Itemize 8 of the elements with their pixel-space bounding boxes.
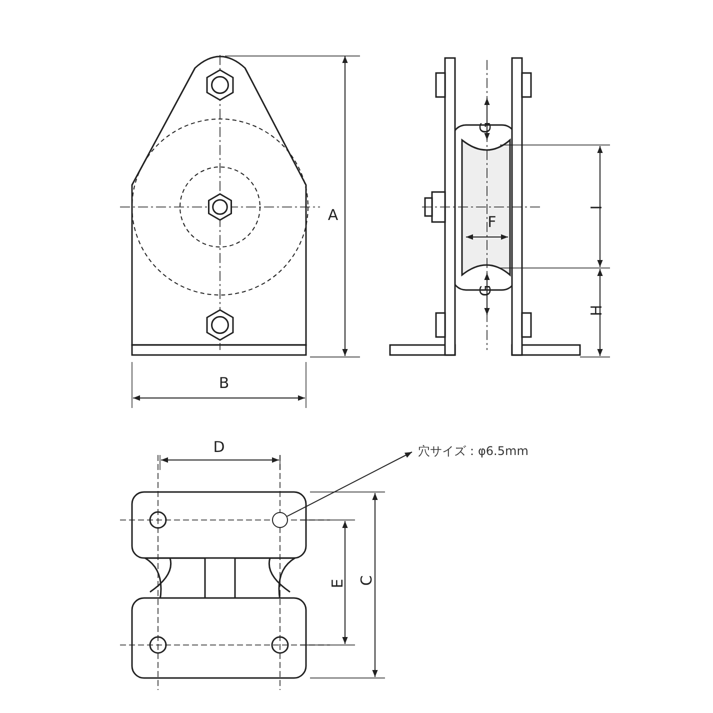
dimension-letter: E <box>330 578 346 590</box>
dimension-letter: B <box>218 376 230 391</box>
dimension-letter: A <box>326 208 340 223</box>
dimension-letter: F <box>486 215 498 230</box>
hole-size-note: 穴サイズ：φ6.5mm <box>418 443 568 461</box>
dimension-letter: C <box>360 574 374 588</box>
leader-line <box>286 452 412 517</box>
dimension-letter: D <box>212 440 226 455</box>
